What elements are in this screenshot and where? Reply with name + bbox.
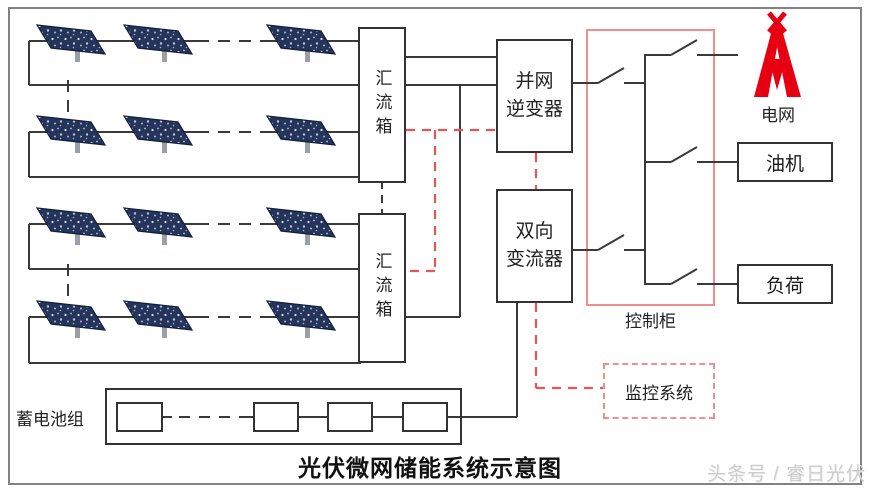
ac-bus-and-breakers (571, 39, 739, 285)
load-box: 负荷 (737, 264, 833, 304)
breaker-switch-icon (571, 234, 646, 251)
battery-pack-container (105, 388, 462, 445)
breaker-switch-icon (571, 67, 646, 84)
bidirectional-converter-box: 双向 变流器 (496, 189, 573, 303)
control-cabinet-label: 控制柜 (625, 312, 676, 331)
battery-cell (253, 402, 299, 432)
diagram-border (8, 7, 862, 485)
monitoring-signal-links (406, 128, 604, 390)
battery-cell (402, 402, 448, 432)
breaker-switch-icon (645, 39, 738, 56)
control-cabinet-outline (586, 29, 715, 306)
monitoring-system-box: 监控系统 (603, 363, 715, 419)
solar-panel-icon (123, 24, 193, 63)
battery-cell (327, 402, 373, 432)
battery-cell (116, 402, 163, 432)
converter-label-line1: 双向 (515, 221, 554, 242)
dc-feeder-wiring (404, 56, 518, 418)
transmission-tower-icon (754, 11, 801, 97)
solar-panel-icon (266, 300, 336, 339)
combiner-box-1-label: 汇流箱 (372, 69, 392, 141)
grid-tied-inverter-box: 并网 逆变器 (496, 39, 573, 153)
load-label: 负荷 (765, 275, 804, 297)
inverter-label-line2: 逆变器 (505, 99, 563, 120)
solar-panel-icon (266, 207, 336, 246)
grid-label: 电网 (761, 106, 795, 125)
genset-label: 油机 (765, 153, 804, 175)
combiner-box-1: 汇流箱 (358, 27, 406, 183)
solar-panel-icon (266, 115, 336, 154)
watermark-text: 头条号 / 睿日光伏 (707, 464, 866, 485)
monitoring-system-label: 监控系统 (625, 383, 693, 403)
solar-panel-icon (36, 300, 106, 339)
breaker-switch-icon (645, 146, 739, 163)
inverter-label-line1: 并网 (515, 71, 554, 92)
genset-box: 油机 (737, 142, 833, 182)
breaker-switch-icon (645, 268, 739, 285)
solar-panel-icon (36, 207, 106, 246)
combiner-box-2: 汇流箱 (358, 213, 406, 363)
solar-panel-icon (36, 24, 106, 63)
battery-pack-label: 蓄电池组 (16, 410, 84, 429)
combiner-box-2-label: 汇流箱 (372, 252, 392, 324)
diagram-title: 光伏微网储能系统示意图 (298, 455, 562, 481)
solar-panel-icon (123, 300, 193, 339)
solar-panel-icon (123, 207, 193, 246)
solar-panel-icon (266, 24, 336, 63)
solar-panel-array (36, 24, 336, 339)
solar-panel-icon (123, 115, 193, 154)
solar-panel-icon (36, 115, 106, 154)
converter-label-line2: 变流器 (505, 249, 563, 270)
